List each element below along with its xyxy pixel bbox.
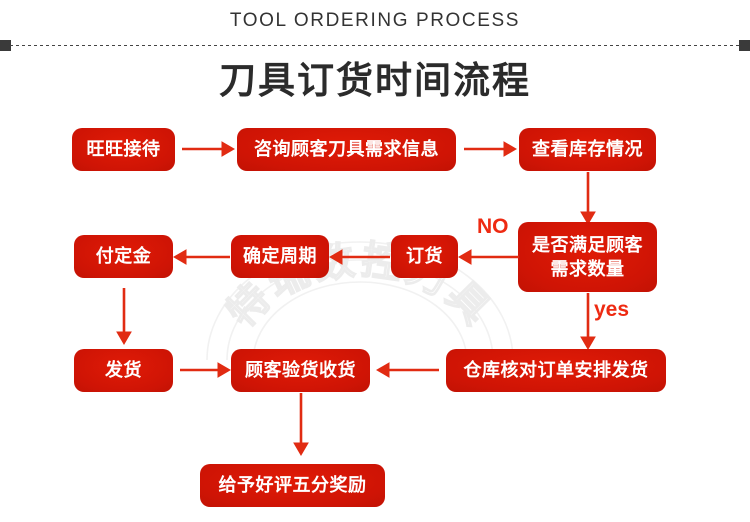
arrow-decision-no-to-n5 (458, 247, 519, 267)
node-customer-inspect-receive[interactable]: 顾客验货收货 (231, 349, 370, 392)
arrow-decision-yes-to-n10 (578, 293, 598, 350)
node-place-order[interactable]: 订货 (391, 235, 458, 278)
arrow-n3-to-n4 (578, 172, 598, 225)
node-warehouse-verify-arrange-shipment[interactable]: 仓库核对订单安排发货 (446, 349, 666, 392)
divider-dotted-line (10, 45, 740, 46)
divider-cap-left (0, 40, 11, 51)
arrow-n2-to-n3 (464, 139, 517, 159)
header-divider (0, 40, 750, 51)
node-confirm-cycle[interactable]: 确定周期 (231, 235, 329, 278)
branch-label-no: NO (477, 215, 509, 238)
divider-cap-right (739, 40, 750, 51)
node-pay-deposit[interactable]: 付定金 (74, 235, 173, 278)
arrow-n6-to-n7 (173, 247, 230, 267)
node-ship-goods[interactable]: 发货 (74, 349, 173, 392)
node-decision-sufficient-quantity[interactable]: 是否满足顾客 需求数量 (518, 222, 657, 292)
node-consult-tool-requirements[interactable]: 咨询顾客刀具需求信息 (237, 128, 456, 171)
arrow-n9-to-n11 (291, 393, 311, 456)
page-title: 刀具订货时间流程 (219, 60, 531, 101)
node-give-five-star-review-reward[interactable]: 给予好评五分奖励 (200, 464, 385, 507)
node-wangwang-reception[interactable]: 旺旺接待 (72, 128, 175, 171)
arrow-n7-to-n8 (114, 288, 134, 345)
decision-line-1: 是否满足顾客 (532, 234, 643, 255)
branch-label-yes: yes (594, 298, 630, 321)
arrow-n10-to-n9 (376, 360, 439, 380)
arrow-n5-to-n6 (329, 247, 390, 267)
decision-line-2: 需求数量 (550, 259, 625, 279)
arrow-n1-to-n2 (182, 139, 235, 159)
arrow-n8-to-n9 (180, 360, 231, 380)
node-check-inventory[interactable]: 查看库存情况 (519, 128, 656, 171)
english-title: TOOL ORDERING PROCESS (229, 10, 521, 31)
